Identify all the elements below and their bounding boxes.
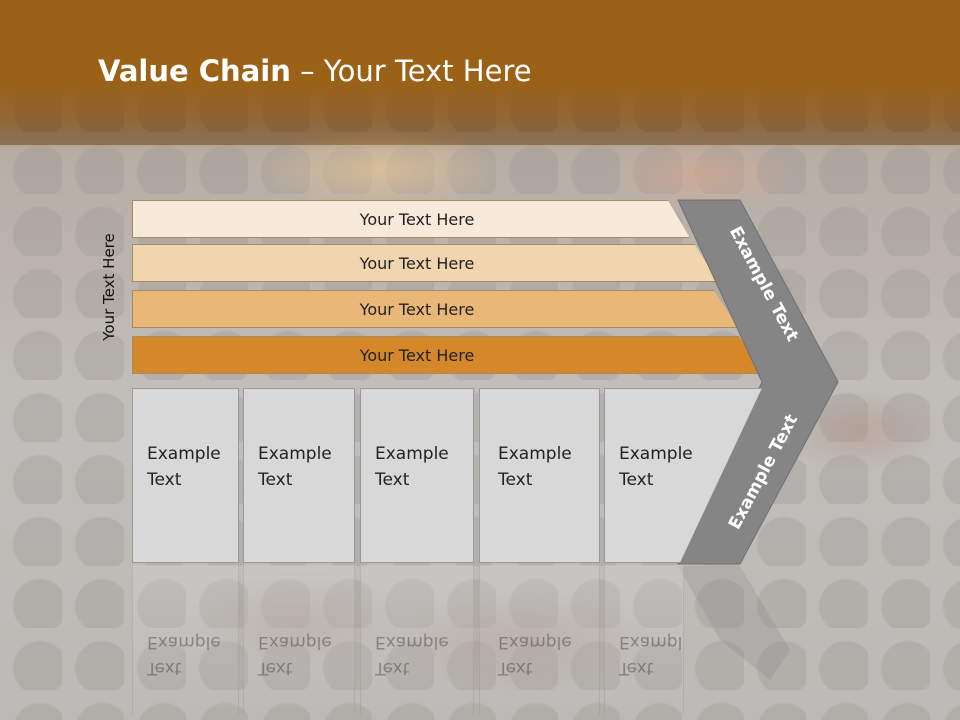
support-bar-4[interactable]: Your Text Here — [132, 336, 764, 374]
reflection-2-line-1: Example — [258, 632, 332, 652]
card-5-line-2: Text — [619, 470, 654, 490]
card-reflection-3: Text Example — [360, 565, 474, 715]
support-bar-3-label: Your Text Here — [359, 300, 475, 319]
support-bar-1-label: Your Text Here — [359, 210, 475, 229]
chevron-shape — [677, 199, 839, 565]
card-1-line-2: Text — [147, 470, 182, 490]
card-reflection-5: Text Example — [604, 565, 684, 715]
card-4-line-1: Example — [498, 444, 572, 464]
reflection-4-line-1: Example — [498, 632, 572, 652]
card-3-line-2: Text — [375, 470, 410, 490]
card-3-line-1: Example — [375, 444, 449, 464]
card-reflection-2: Text Example — [243, 565, 355, 715]
support-bar-4-label: Your Text Here — [359, 346, 475, 365]
chevron-reflection — [678, 566, 790, 680]
support-bar-3[interactable]: Your Text Here — [132, 290, 738, 328]
reflection-1-line-2: Text — [147, 658, 182, 678]
card-reflection-1: Text Example — [132, 565, 239, 715]
reflection-5-line-2: Text — [619, 658, 654, 678]
support-bar-1[interactable]: Your Text Here — [132, 200, 690, 238]
reflection-4-line-2: Text — [498, 658, 533, 678]
card-2-line-1: Example — [258, 444, 332, 464]
reflection-3-line-1: Example — [375, 632, 449, 652]
title-band — [0, 0, 960, 150]
slide-title-rest: – Your Text Here — [290, 54, 532, 88]
support-bar-2[interactable]: Your Text Here — [132, 244, 718, 282]
reflection-1-line-1: Example — [147, 632, 221, 652]
reflection-2-line-2: Text — [258, 658, 293, 678]
card-1-line-1: Example — [147, 444, 221, 464]
slide-title-bold: Value Chain — [98, 54, 291, 88]
slide-title[interactable]: Value Chain – Your Text Here — [98, 54, 532, 88]
card-5-line-1: Example — [619, 444, 693, 464]
support-bar-2-label: Your Text Here — [359, 254, 475, 273]
card-2-line-2: Text — [258, 470, 293, 490]
reflection-5-line-1: Example — [619, 632, 683, 652]
card-4-line-2: Text — [498, 470, 533, 490]
card-reflection-4: Text Example — [479, 565, 600, 715]
reflection-3-line-2: Text — [375, 658, 410, 678]
